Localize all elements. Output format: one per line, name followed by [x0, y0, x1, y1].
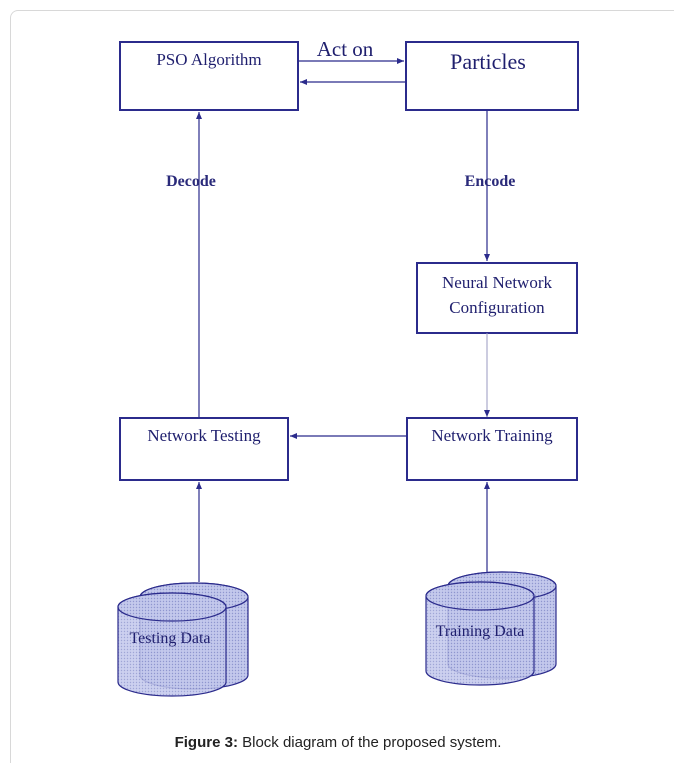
decode-label: Decode — [166, 173, 216, 190]
nn-configuration-label-line1: Neural Network — [442, 273, 552, 292]
training-data-node: Training Data — [425, 571, 557, 686]
network-testing-label: Network Testing — [147, 426, 261, 445]
decode-edge: Decode — [166, 112, 216, 418]
pso-algorithm-node: PSO Algorithm — [119, 41, 299, 111]
network-training-node: Network Training — [406, 417, 578, 481]
database-icon — [117, 582, 249, 697]
training-data-label: Training Data — [436, 623, 525, 640]
figure-frame — [10, 10, 674, 763]
testing-data-label: Testing Data — [129, 630, 210, 647]
encode-edge: Encode — [465, 110, 516, 261]
act-on-label: Act on — [317, 37, 374, 61]
particles-node: Particles — [405, 41, 579, 111]
network-testing-node: Network Testing — [119, 417, 289, 481]
testing-data-node: Testing Data — [117, 582, 249, 697]
nn-configuration-label-line2: Configuration — [449, 298, 545, 317]
figure-caption-text: Block diagram of the proposed system. — [237, 734, 502, 751]
figure-caption: Figure 3: Block diagram of the proposed … — [0, 734, 676, 751]
particles-label: Particles — [450, 49, 526, 74]
pso-algorithm-label: PSO Algorithm — [156, 50, 261, 69]
database-icon — [425, 571, 557, 686]
act-on-edge: Act on — [298, 37, 406, 85]
encode-label: Encode — [465, 173, 516, 190]
figure-caption-label: Figure 3: — [174, 734, 238, 751]
nn-configuration-node: Neural Network Configuration — [416, 262, 578, 334]
network-training-label: Network Training — [431, 426, 553, 445]
